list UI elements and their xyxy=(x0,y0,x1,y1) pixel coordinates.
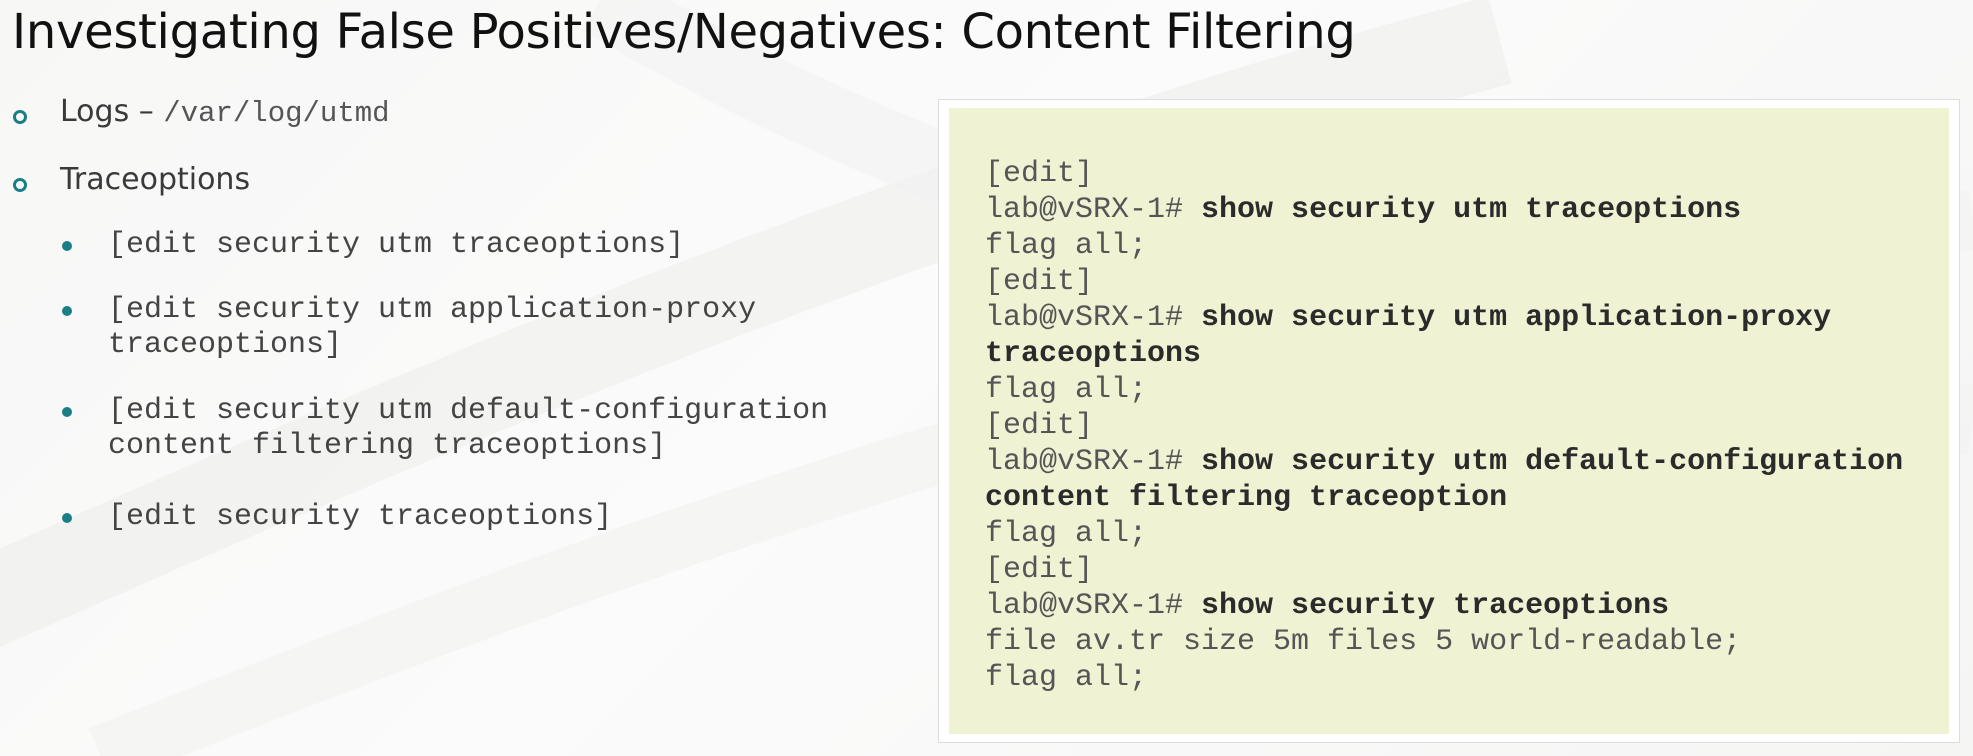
sub-bullet-line: [edit security utm default-configuration xyxy=(108,394,829,428)
cli-code-box: [edit]lab@vSRX-1# show security utm trac… xyxy=(938,99,1960,743)
cli-line: [edit] xyxy=(985,552,1903,588)
cli-output: flag all; xyxy=(985,373,1148,407)
cli-line: flag all; xyxy=(985,516,1903,552)
cli-prompt: lab@vSRX-1# xyxy=(985,445,1202,479)
bullet-logs: Logs – /var/log/utmd xyxy=(60,94,390,130)
cli-prompt: lab@vSRX-1# xyxy=(985,301,1202,335)
bullet-logs-label: Logs xyxy=(60,94,130,129)
cli-line: traceoptions xyxy=(985,336,1903,372)
bullet-logs-separator: – xyxy=(129,94,164,129)
cli-line: [edit] xyxy=(985,156,1903,192)
sub-bullet-line: [edit security utm application-proxy xyxy=(108,293,757,327)
cli-line: [edit] xyxy=(985,408,1903,444)
cli-line: flag all; xyxy=(985,228,1903,264)
cli-line: flag all; xyxy=(985,372,1903,408)
sub-bullet-security-traceoptions: [edit security traceoptions] xyxy=(108,500,612,535)
cli-output: [edit] xyxy=(985,409,1094,443)
ring-bullet-icon xyxy=(13,110,27,124)
cli-line: lab@vSRX-1# show security traceoptions xyxy=(985,588,1903,624)
cli-line: content filtering traceoption xyxy=(985,480,1903,516)
cli-output: [edit] xyxy=(985,265,1094,299)
bullet-list: Logs – /var/log/utmd Traceoptions [edit … xyxy=(0,0,930,756)
cli-prompt: lab@vSRX-1# xyxy=(985,589,1202,623)
bullet-logs-path: /var/log/utmd xyxy=(163,97,390,130)
sub-bullet-default-configuration: [edit security utm default-configuration… xyxy=(108,394,828,464)
cli-output: [edit] xyxy=(985,157,1094,191)
slide-title: Investigating False Positives/Negatives:… xyxy=(12,4,1356,60)
cli-command: traceoptions xyxy=(985,337,1202,371)
sub-bullet-line: [edit security traceoptions] xyxy=(108,500,613,534)
cli-prompt: lab@vSRX-1# xyxy=(985,193,1202,227)
cli-code-lines: [edit]lab@vSRX-1# show security utm trac… xyxy=(985,156,1903,696)
cli-output: [edit] xyxy=(985,553,1094,587)
cli-command: show security utm application-proxy xyxy=(1201,301,1832,335)
sub-bullet-line: traceoptions] xyxy=(108,328,343,362)
cli-output: flag all; xyxy=(985,517,1148,551)
dot-bullet-icon xyxy=(62,241,72,251)
dot-bullet-icon xyxy=(62,407,72,417)
cli-output: flag all; xyxy=(985,229,1148,263)
cli-line: file av.tr size 5m files 5 world-readabl… xyxy=(985,624,1903,660)
dot-bullet-icon xyxy=(62,513,72,523)
sub-bullet-application-proxy: [edit security utm application-proxy tra… xyxy=(108,293,756,363)
cli-command: content filtering traceoption xyxy=(985,481,1508,515)
cli-line: lab@vSRX-1# show security utm traceoptio… xyxy=(985,192,1903,228)
cli-line: lab@vSRX-1# show security utm default-co… xyxy=(985,444,1903,480)
dot-bullet-icon xyxy=(62,306,72,316)
sub-bullet-line: [edit security utm traceoptions] xyxy=(108,228,685,262)
cli-code-background: [edit]lab@vSRX-1# show security utm trac… xyxy=(949,108,1949,734)
cli-output: file av.tr size 5m files 5 world-readabl… xyxy=(985,625,1742,659)
bullet-traceoptions: Traceoptions xyxy=(60,162,251,197)
cli-command: show security utm default-configuration xyxy=(1201,445,1904,479)
cli-line: lab@vSRX-1# show security utm applicatio… xyxy=(985,300,1903,336)
cli-command: show security utm traceoptions xyxy=(1201,193,1742,227)
sub-bullet-utm-traceoptions: [edit security utm traceoptions] xyxy=(108,228,684,263)
cli-command: show security traceoptions xyxy=(1201,589,1670,623)
cli-line: flag all; xyxy=(985,660,1903,696)
ring-bullet-icon xyxy=(13,178,27,192)
cli-line: [edit] xyxy=(985,264,1903,300)
sub-bullet-line: content filtering traceoptions] xyxy=(108,429,667,463)
cli-output: flag all; xyxy=(985,661,1148,695)
